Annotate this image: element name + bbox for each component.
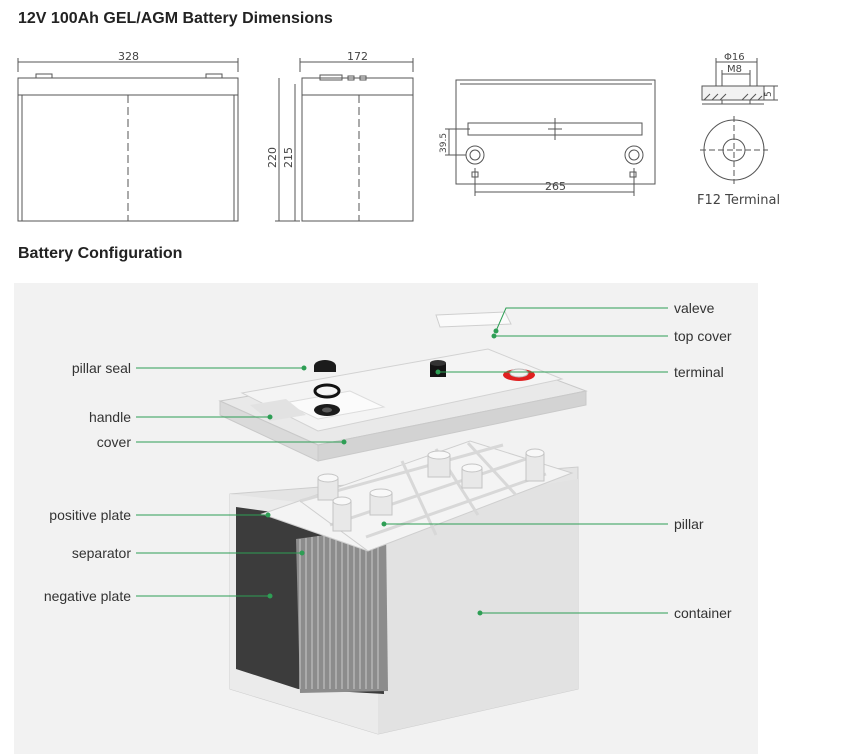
label-positive-plate: positive plate <box>49 507 131 523</box>
label-pillar: pillar <box>674 516 704 532</box>
terminal-thread-value: M8 <box>727 64 742 75</box>
terminal-detail <box>700 58 778 184</box>
top-view <box>445 79 656 196</box>
label-handle: handle <box>88 409 131 425</box>
terminal-name: F12 Terminal <box>697 193 780 208</box>
valve-top-cover <box>435 311 512 328</box>
o-ring <box>313 383 341 399</box>
cover-parts <box>313 360 535 416</box>
side-view <box>275 58 414 222</box>
label-valve: valeve <box>674 300 715 316</box>
front-width-value: 328 <box>118 50 139 63</box>
leader-lines <box>136 307 668 616</box>
dimensions-title: 12V 100Ah GEL/AGM Battery Dimensions <box>18 10 333 27</box>
dimension-drawings: 328 172 220 215 39.5 265 Φ16 M8 5 F12 Te… <box>17 50 780 222</box>
label-top-cover: top cover <box>674 328 732 344</box>
configuration-title: Battery Configuration <box>18 245 183 262</box>
battery-container <box>229 466 579 735</box>
cell-grid <box>260 440 574 552</box>
label-negative-plate: negative plate <box>43 588 131 604</box>
configuration-illustration <box>14 283 758 754</box>
label-terminal: terminal <box>674 364 724 380</box>
terminal-spacing-value: 265 <box>545 180 566 193</box>
label-pillar-seal: pillar seal <box>71 360 131 376</box>
case-height-value: 215 <box>282 147 295 168</box>
side-width-value: 172 <box>347 50 368 63</box>
terminal-diameter-value: Φ16 <box>724 52 745 63</box>
label-separator: separator <box>71 545 131 561</box>
label-cover: cover <box>96 434 131 450</box>
terminal-height-value: 39.5 <box>439 133 449 153</box>
terminal-depth-value: 5 <box>764 91 774 97</box>
label-container: container <box>674 605 732 621</box>
total-height-value: 220 <box>266 147 279 168</box>
front-view <box>17 58 239 222</box>
